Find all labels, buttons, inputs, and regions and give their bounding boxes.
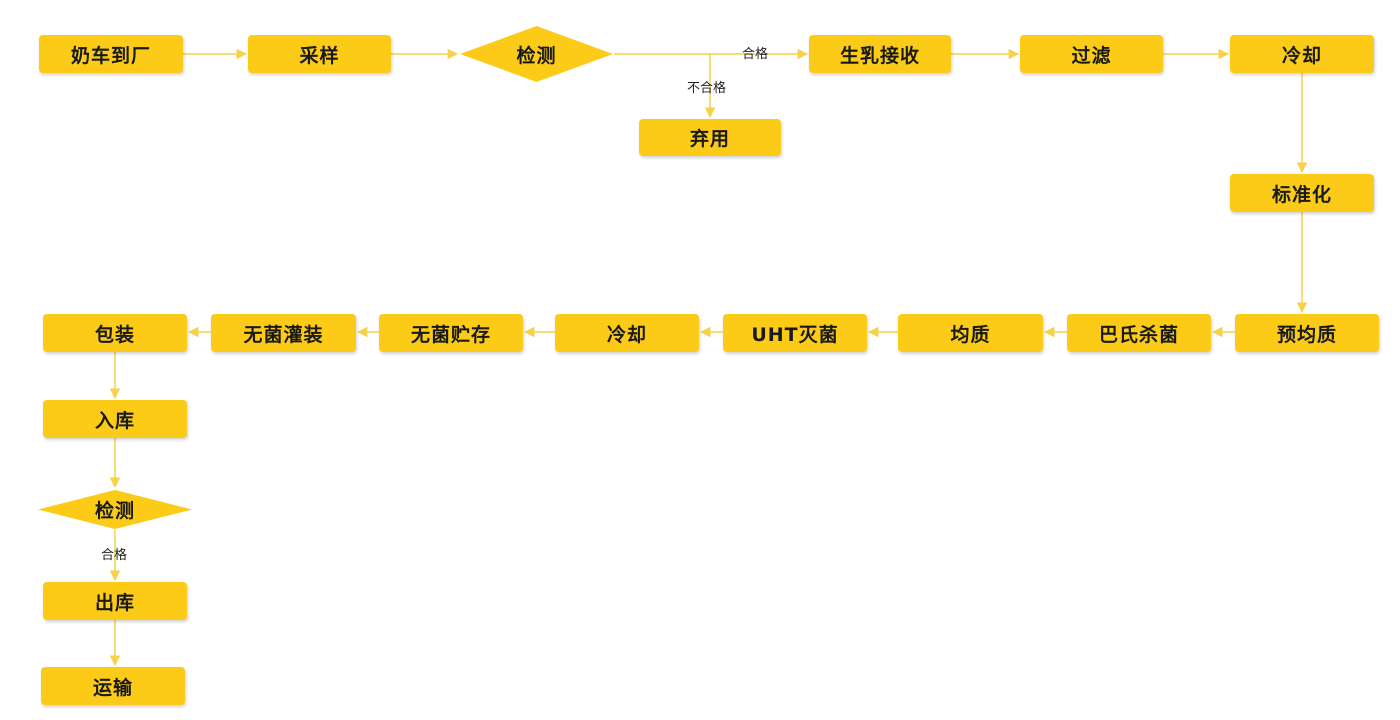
edge-label-test2-pass: 合格 [101,548,128,563]
node-pasteurize: 巴氏杀菌 [1067,314,1211,352]
node-aseptic-filling: 无菌灌装 [211,314,356,352]
node-standardize: 标准化 [1230,174,1374,212]
node-raw-milk-receive: 生乳接收 [809,35,951,73]
node-test-2: 检测 [37,489,193,530]
node-pre-homogenize: 预均质 [1235,314,1379,352]
node-filter: 过滤 [1020,35,1163,73]
edge-label-test1-pass: 合格 [742,47,769,62]
node-discard: 弃用 [639,119,781,156]
node-milk-truck-arrival: 奶车到厂 [39,35,183,73]
node-transport: 运输 [41,667,185,705]
diamond-shape [460,26,613,82]
node-sampling: 采样 [248,35,391,73]
node-test-2-label: 检测 [94,500,135,522]
node-test-1: 检测 [459,25,614,83]
node-homogenize: 均质 [898,314,1043,352]
node-cooling-2: 冷却 [555,314,699,352]
node-cooling-1: 冷却 [1230,35,1374,73]
node-test-1-label: 检测 [516,44,557,67]
node-packaging: 包装 [43,314,187,352]
diamond-shape [38,490,192,529]
edge-label-test1-fail: 不合格 [687,81,727,96]
node-warehouse-out: 出库 [43,582,187,620]
node-warehouse-in: 入库 [43,400,187,438]
node-uht-sterilize: UHT灭菌 [723,314,867,352]
node-aseptic-storage: 无菌贮存 [379,314,523,352]
